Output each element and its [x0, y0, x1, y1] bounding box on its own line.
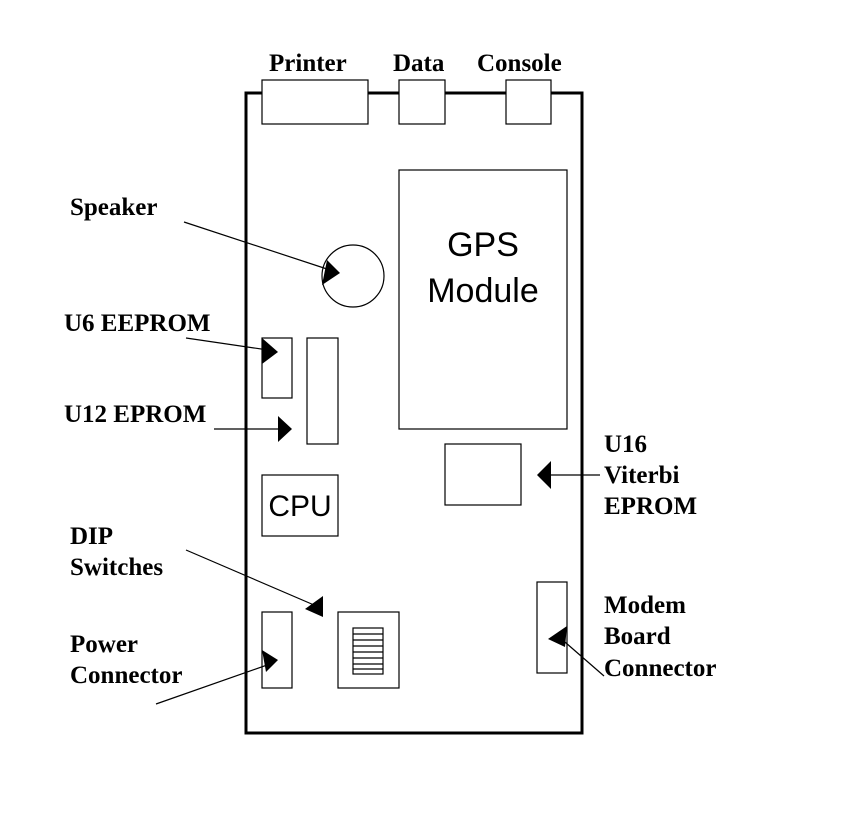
u12-eprom-label: U12 EPROM: [64, 401, 206, 428]
modem-label-line2: Board: [604, 623, 671, 650]
console-port: [505, 79, 552, 125]
u16-label-line3: EPROM: [604, 493, 697, 520]
u16-viterbi-eprom-chip: [444, 443, 522, 506]
u16-label-line2: Viterbi: [604, 462, 679, 489]
dip-switch-bank: [352, 627, 384, 675]
speaker-leader-line: [183, 221, 331, 271]
gps-module-label-line1: GPS: [447, 226, 519, 264]
dip-label-line1: DIP: [70, 523, 113, 550]
speaker: [321, 244, 385, 308]
dip-arrow-icon: [305, 596, 323, 617]
u6-eeprom-leader-line: [185, 337, 269, 351]
u6-eeprom-chip: [261, 337, 293, 399]
board-outline: [244, 91, 584, 735]
dip-label-line2: Switches: [70, 554, 163, 581]
dip-switch-block: [337, 611, 400, 689]
modem-leader-line: [557, 635, 605, 677]
console-label: Console: [477, 50, 562, 77]
cpu-chip: [261, 474, 339, 537]
modem-board-connector: [536, 581, 568, 674]
gps-module-label-line2: Module: [427, 272, 539, 310]
gps-module: [398, 169, 568, 430]
dip-leader-line: [185, 549, 315, 606]
power-arrow-icon: [262, 650, 278, 672]
power-leader-line: [155, 663, 271, 705]
speaker-arrow-icon: [322, 260, 340, 285]
u12-eprom-arrow-icon: [278, 416, 292, 442]
cpu-label: CPU: [268, 490, 331, 523]
u16-arrow-icon: [537, 461, 551, 489]
power-connector: [261, 611, 293, 689]
modem-label-line1: Modem: [604, 592, 686, 619]
u16-label-line1: U16: [604, 431, 647, 458]
power-label-line2: Connector: [70, 662, 182, 689]
printer-label: Printer: [269, 50, 347, 77]
data-port: [398, 79, 446, 125]
modem-label-line3: Connector: [604, 655, 716, 682]
speaker-label: Speaker: [70, 194, 158, 221]
tall-chip: [306, 337, 339, 445]
u6-eeprom-label: U6 EEPROM: [64, 310, 211, 337]
u6-eeprom-arrow-icon: [262, 338, 278, 364]
power-label-line1: Power: [70, 631, 138, 658]
modem-arrow-icon: [548, 626, 567, 647]
data-label: Data: [393, 50, 445, 77]
printer-port: [261, 79, 369, 125]
